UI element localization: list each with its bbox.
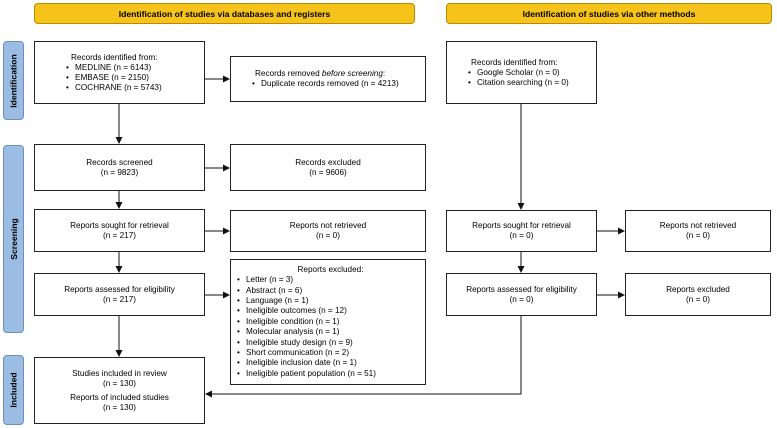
records-identified-databases: Records identified from: MEDLINE (n = 61… <box>34 41 205 104</box>
reports-not-retrieved-other: Reports not retrieved (n = 0) <box>625 210 771 252</box>
source-google-scholar: Google Scholar (n = 0) <box>467 68 596 78</box>
reports-excluded-databases: Reports excluded: Letter (n = 3) Abstrac… <box>230 259 426 385</box>
studies-included: Studies included in review (n = 130) Rep… <box>34 357 205 424</box>
records-removed-before-screening: Records removed before screening: Duplic… <box>230 56 426 102</box>
header-databases: Identification of studies via databases … <box>34 3 415 24</box>
excluded-reason: Abstract (n = 6) <box>236 286 425 297</box>
reports-sought-other: Reports sought for retrieval (n = 0) <box>446 210 597 252</box>
excluded-reason: Ineligible condition (n = 1) <box>236 317 425 328</box>
source-medline: MEDLINE (n = 6143) <box>65 63 204 73</box>
records-identified-other-title: Records identified from: <box>471 57 558 67</box>
records-removed-title: Records removed before screening: <box>255 69 386 78</box>
reports-excluded-other: Reports excluded (n = 0) <box>625 273 771 316</box>
excluded-reason: Letter (n = 3) <box>236 275 425 286</box>
records-screened: Records screened (n = 9823) <box>34 144 205 191</box>
reports-excluded-list: Letter (n = 3) Abstract (n = 6) Language… <box>236 275 425 379</box>
duplicates-removed: Duplicate records removed (n = 4213) <box>251 79 425 89</box>
excluded-reason: Ineligible inclusion date (n = 1) <box>236 358 425 369</box>
records-removed-list: Duplicate records removed (n = 4213) <box>251 79 425 89</box>
excluded-reason: Short communication (n = 2) <box>236 348 425 359</box>
records-identified-title: Records identified from: <box>71 52 158 62</box>
phase-screening: Screening <box>3 145 24 333</box>
records-identified-list: MEDLINE (n = 6143) EMBASE (n = 2150) COC… <box>65 63 204 93</box>
records-identified-other-list: Google Scholar (n = 0) Citation searchin… <box>467 68 596 88</box>
reports-not-retrieved-databases: Reports not retrieved (n = 0) <box>230 210 426 252</box>
phase-identification: Identification <box>3 41 24 120</box>
records-excluded: Records excluded (n = 9606) <box>230 144 426 191</box>
arrow-other-assessed-to-included <box>205 316 522 398</box>
reports-assessed-databases: Reports assessed for eligibility (n = 21… <box>34 273 205 316</box>
excluded-reason: Ineligible outcomes (n = 12) <box>236 306 425 317</box>
reports-excluded-title: Reports excluded: <box>297 264 364 274</box>
excluded-reason: Language (n = 1) <box>236 296 425 307</box>
excluded-reason: Ineligible patient population (n = 51) <box>236 369 425 380</box>
excluded-reason: Ineligible study design (n = 9) <box>236 338 425 349</box>
source-embase: EMBASE (n = 2150) <box>65 73 204 83</box>
source-cochrane: COCHRANE (n = 5743) <box>65 83 204 93</box>
header-other-methods: Identification of studies via other meth… <box>446 3 772 24</box>
source-citation-searching: Citation searching (n = 0) <box>467 78 596 88</box>
excluded-reason: Molecular analysis (n = 1) <box>236 327 425 338</box>
phase-included: Included <box>3 355 24 425</box>
reports-assessed-other: Reports assessed for eligibility (n = 0) <box>446 273 597 316</box>
records-identified-other: Records identified from: Google Scholar … <box>446 41 597 104</box>
reports-sought-databases: Reports sought for retrieval (n = 217) <box>34 209 205 252</box>
